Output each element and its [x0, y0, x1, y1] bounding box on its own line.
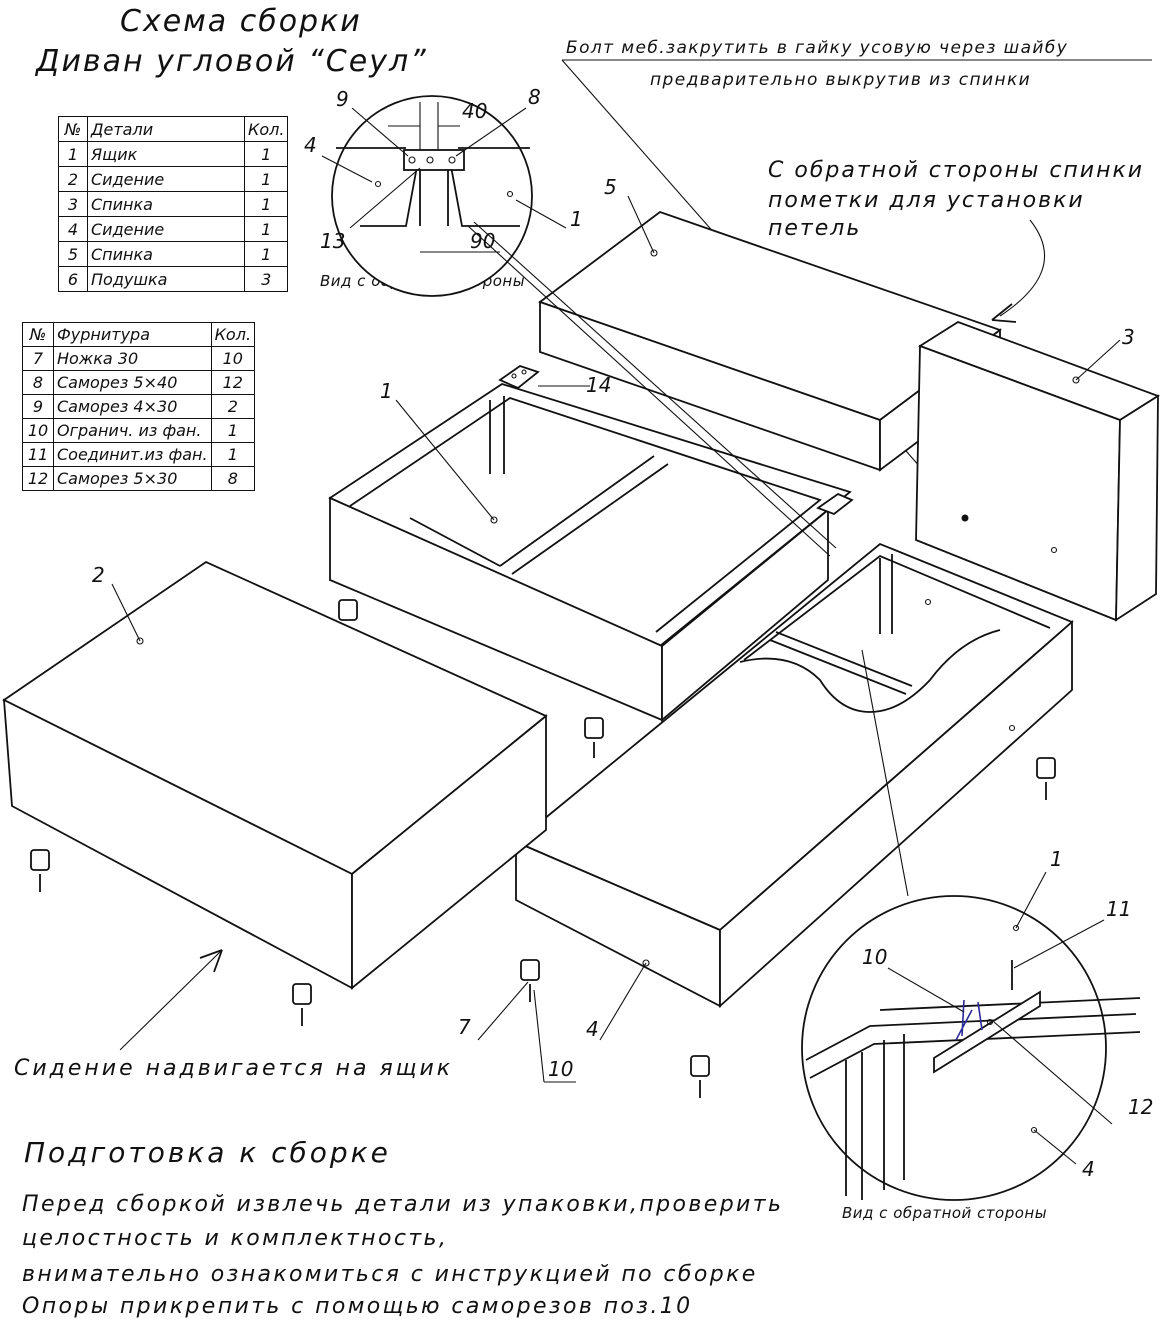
part-4-seat: [514, 542, 1074, 1009]
table-cell: 1: [58, 141, 88, 167]
table-cell: Саморез 5×40: [53, 370, 212, 395]
hardware-table: № Фурнитура Кол. 7 Ножка 30 10 8 Саморез…: [22, 322, 256, 491]
callout-8: 8: [528, 85, 541, 109]
preparation-title: Подготовка к сборке: [24, 1136, 391, 1169]
table-row: 1 Ящик 1: [58, 141, 289, 167]
preparation-line: целостность и комплектность,: [22, 1226, 449, 1251]
preparation-line: внимательно ознакомиться с инструкцией п…: [22, 1262, 758, 1287]
table-header-cell: №: [58, 116, 88, 142]
table-cell: 3: [58, 191, 88, 217]
table-cell: 1: [243, 191, 289, 217]
table-row: 7 Ножка 30 10: [22, 346, 256, 371]
table-header-cell: Фурнитура: [53, 322, 212, 347]
callout-9: 9: [336, 87, 349, 111]
table-cell: 1: [243, 241, 289, 267]
part-3-backrest: [915, 321, 1161, 622]
table-cell: 1: [243, 166, 289, 192]
diagram-title-line2: Диван угловой “Сеул”: [36, 44, 428, 79]
diagram-title-line1: Схема сборки: [120, 4, 362, 39]
table-row: 8 Саморез 5×40 12: [22, 370, 256, 395]
callout-10: 10: [548, 1057, 573, 1081]
table-row: 6 Подушка 3: [58, 266, 289, 292]
table-cell: 9: [22, 394, 54, 419]
callout-3: 3: [1122, 325, 1135, 349]
callout-1: 1: [380, 379, 393, 403]
table-cell: 3: [243, 266, 289, 292]
back-note-line3: петель: [768, 216, 862, 241]
table-row: 12 Саморез 5×30 8: [22, 466, 256, 491]
callout-7: 7: [458, 1015, 471, 1039]
back-note-arrow: [991, 219, 1045, 323]
detail-circle-bottom: 1 11 10 12 4: [801, 649, 1153, 1201]
table-cell: Спинка: [87, 191, 245, 217]
table-header-cell: Кол.: [243, 116, 289, 142]
callout-11: 11: [1106, 897, 1131, 921]
parts-table: № Детали Кол. 1 Ящик 1 2 Сидение 1 3 Спи…: [58, 116, 289, 292]
main-callouts: 5 3 14 1 2 7 10 4: [92, 175, 1135, 1083]
table-cell: 12: [22, 466, 54, 491]
table-cell: 4: [58, 216, 88, 242]
callout-2: 2: [92, 563, 105, 587]
table-cell: Подушка: [87, 266, 245, 292]
callout-14: 14: [586, 373, 611, 397]
detail-circle-top: 9 40 8 4 1 13 90: [304, 85, 837, 557]
callout-12: 12: [1128, 1095, 1153, 1119]
table-row: 3 Спинка 1: [58, 191, 289, 217]
table-cell: Саморез 5×30: [53, 466, 212, 491]
callout-40: 40: [462, 99, 487, 123]
preparation-line: Перед сборкой извлечь детали из упаковки…: [22, 1192, 784, 1217]
callout-5: 5: [604, 175, 617, 199]
detail-view-caption-bottom: Вид с обратной стороны: [842, 1204, 1048, 1222]
preparation-line: Опоры прикрепить с помощью саморезов поз…: [22, 1294, 693, 1319]
legs: [30, 599, 1056, 1098]
table-header-cell: Детали: [87, 116, 245, 142]
bolt-note-line2: предварительно выкрутив из спинки: [650, 70, 1032, 90]
table-header-row: № Детали Кол.: [58, 116, 289, 142]
table-cell: 6: [58, 266, 88, 292]
callout-1: 1: [570, 207, 583, 231]
table-row: 11 Соединит.из фан. 1: [22, 442, 256, 467]
callout-10: 10: [862, 945, 887, 969]
back-note-line1: С обратной стороны спинки: [768, 158, 1145, 183]
table-cell: 11: [22, 442, 54, 467]
table-cell: Огранич. из фан.: [53, 418, 212, 443]
table-cell: 1: [243, 141, 289, 167]
part-1-box: [328, 365, 854, 722]
table-header-row: № Фурнитура Кол.: [22, 322, 256, 347]
callout-4: 4: [586, 1017, 599, 1041]
bolt-note-line1: Болт меб.закрутить в гайку усовую через …: [566, 38, 1069, 58]
table-cell: 1: [210, 442, 256, 467]
table-cell: 8: [210, 466, 256, 491]
table-cell: 12: [210, 370, 256, 395]
table-header-cell: №: [22, 322, 54, 347]
callout-1: 1: [1050, 847, 1063, 871]
table-row: 10 Огранич. из фан. 1: [22, 418, 256, 443]
table-row: 2 Сидение 1: [58, 166, 289, 192]
callout-90: 90: [470, 229, 495, 253]
callout-13: 13: [320, 229, 345, 253]
seat-slide-note: Сидение надвигается на ящик: [14, 1056, 454, 1081]
table-cell: Сидение: [87, 216, 245, 242]
callout-4: 4: [304, 133, 317, 157]
seat-slide-arrow: [119, 949, 223, 1051]
table-cell: 10: [210, 346, 256, 371]
table-cell: 2: [58, 166, 88, 192]
table-header-cell: Кол.: [210, 322, 256, 347]
table-row: 4 Сидение 1: [58, 216, 289, 242]
table-cell: 7: [22, 346, 54, 371]
back-note-line2: пометки для установки: [768, 188, 1085, 213]
table-cell: Сидение: [87, 166, 245, 192]
callout-4: 4: [1082, 1157, 1095, 1181]
table-cell: 10: [22, 418, 54, 443]
